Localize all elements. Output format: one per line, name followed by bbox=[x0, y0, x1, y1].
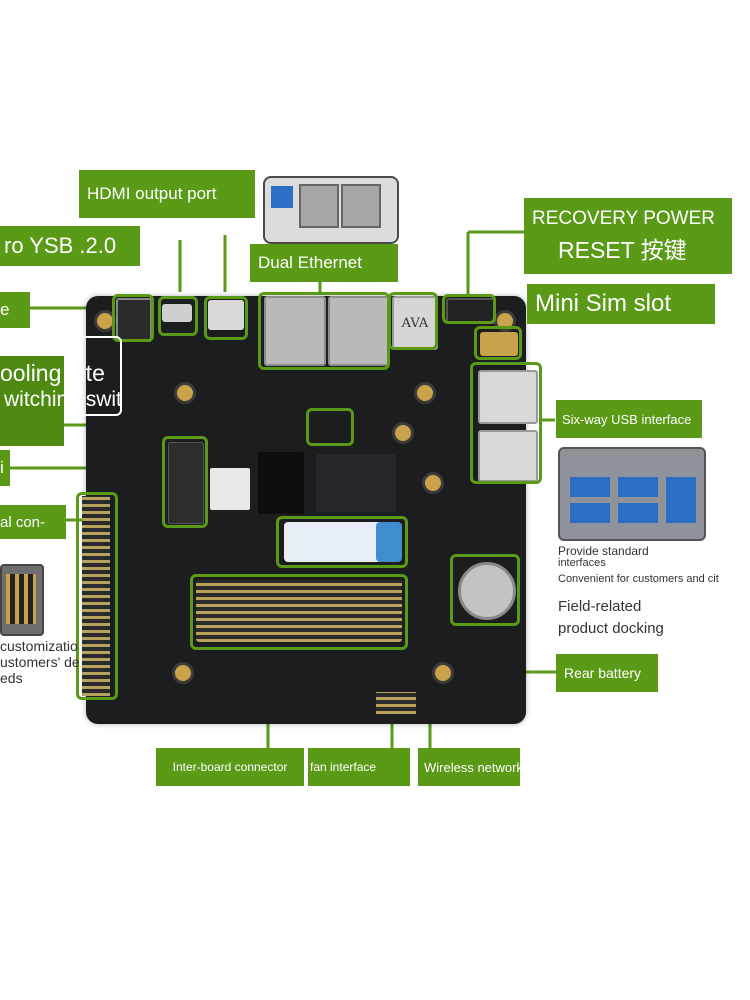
highlight-battery bbox=[450, 554, 520, 626]
label-cooling-line2: witching swit bbox=[4, 388, 122, 411]
note-field-2: product docking bbox=[558, 620, 664, 637]
usb-logo: AVA bbox=[401, 315, 429, 331]
ethernet-jack bbox=[341, 184, 381, 228]
highlight-sim-slot bbox=[306, 408, 354, 446]
usb-blue bbox=[570, 503, 610, 523]
fan-header bbox=[376, 692, 416, 714]
label-rear-battery: Rear battery bbox=[556, 654, 658, 692]
reset-text: RESET 按键 bbox=[558, 237, 687, 263]
coin-battery bbox=[458, 562, 516, 620]
label-inter-board: Inter-board connector bbox=[156, 748, 304, 786]
usb-blue bbox=[618, 503, 658, 523]
note-provide-2: interfaces bbox=[558, 557, 606, 567]
label-wireless: Wireless network card bbox=[418, 748, 520, 786]
highlight-wireless bbox=[276, 516, 408, 568]
highlight-usb bbox=[470, 362, 542, 484]
usb-blue bbox=[271, 186, 293, 208]
chip bbox=[258, 452, 304, 514]
pcb-board: AVA bbox=[66, 292, 542, 724]
ethernet-inset-photo bbox=[263, 176, 399, 244]
note-customization-1: customizatio bbox=[0, 638, 78, 654]
sim-slot bbox=[480, 332, 518, 356]
label-mini-sim: Mini Sim slot bbox=[527, 284, 715, 324]
leader-recovery bbox=[466, 230, 525, 295]
note-convenient: Convenient for customers and cit bbox=[558, 573, 719, 585]
label-six-usb: Six-way USB interface bbox=[556, 400, 702, 438]
ethernet-port-1 bbox=[264, 296, 326, 366]
m2-slot bbox=[316, 454, 396, 512]
mounting-hole bbox=[422, 472, 444, 494]
mounting-hole bbox=[432, 662, 454, 684]
label-general: al con- bbox=[0, 505, 66, 539]
highlight-inter-board bbox=[190, 574, 408, 650]
label-dual-ethernet: Dual Ethernet bbox=[250, 244, 398, 282]
wireless-card-antenna bbox=[376, 522, 402, 562]
highlight-ethernet bbox=[258, 292, 390, 370]
highlight-micro-usb bbox=[158, 296, 198, 336]
highlight-usb-c bbox=[112, 294, 154, 342]
label-cooling-line1: ooling inte bbox=[0, 360, 105, 386]
note-customization-2: ustomers' de bbox=[0, 654, 80, 670]
label-micro-usb: ro YSB .2.0 bbox=[0, 226, 140, 266]
highlight-usb-top bbox=[388, 292, 438, 350]
usb-inset-photo bbox=[558, 447, 706, 541]
usb-blue bbox=[570, 477, 610, 497]
recovery-text: RECOVERY POWER bbox=[532, 208, 716, 229]
mounting-hole bbox=[392, 422, 414, 444]
label-left-e: e bbox=[0, 292, 30, 328]
label-fan-interface: fan interface bbox=[308, 748, 410, 786]
header-inset-photo bbox=[0, 564, 44, 636]
module-chip bbox=[210, 468, 250, 510]
mounting-hole bbox=[172, 662, 194, 684]
inter-board-connector-pins bbox=[196, 580, 402, 642]
usb-port bbox=[478, 370, 538, 424]
note-provide-1: Provide standard bbox=[558, 544, 649, 558]
note-field-1: Field-related bbox=[558, 598, 642, 615]
mounting-hole bbox=[414, 382, 436, 404]
usb-blue bbox=[618, 477, 658, 497]
label-left-i: i bbox=[0, 450, 10, 486]
highlight-gpio bbox=[76, 492, 118, 700]
highlight-hdmi bbox=[204, 296, 248, 340]
mounting-hole bbox=[174, 382, 196, 404]
gpio-header bbox=[82, 496, 110, 696]
label-hdmi-output: HDMI output port bbox=[79, 170, 255, 218]
pin-row bbox=[6, 574, 36, 624]
usb-blue bbox=[666, 477, 696, 523]
highlight-storage bbox=[162, 436, 208, 528]
storage-slot bbox=[168, 442, 204, 524]
micro-usb-port bbox=[162, 304, 192, 322]
hdmi-port bbox=[208, 300, 244, 330]
highlight-recovery bbox=[442, 294, 496, 324]
note-customization-3: eds bbox=[0, 670, 23, 686]
ethernet-jack bbox=[299, 184, 339, 228]
highlight-cooling bbox=[66, 336, 122, 416]
label-cooling-bg bbox=[0, 356, 64, 446]
label-recovery-reset: RECOVERY POWER RESET 按键 bbox=[524, 198, 732, 274]
highlight-sim bbox=[474, 326, 522, 360]
